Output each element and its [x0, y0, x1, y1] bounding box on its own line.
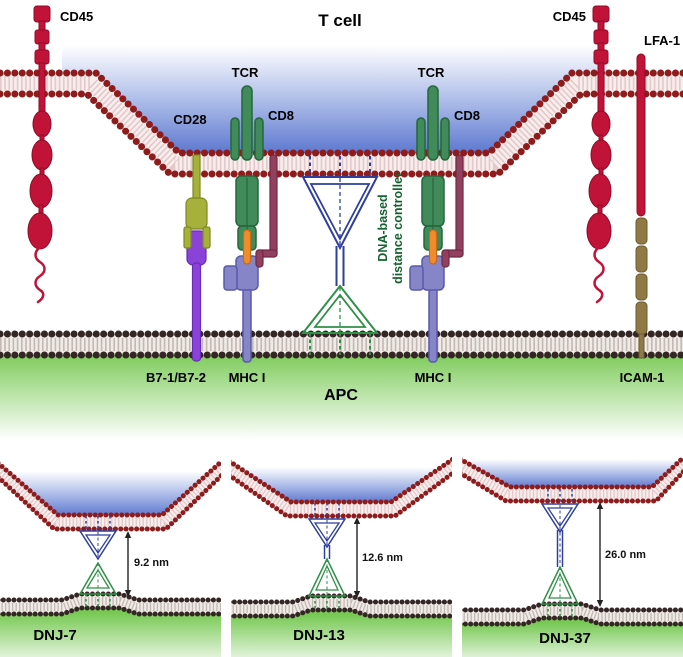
distance-label: 12.6 nm [362, 552, 403, 564]
tcell-cytoplasm-shading [62, 45, 607, 153]
cd45-left [26, 4, 54, 304]
apc-label: APC [324, 387, 358, 404]
tcell-membrane [0, 458, 221, 532]
distance-arrow [353, 517, 361, 598]
panel-name-label: DNJ-37 [539, 630, 591, 647]
apc-shading [231, 610, 452, 657]
distance-label: 9.2 nm [134, 557, 169, 569]
mhc-right-label: MHC I [415, 370, 452, 385]
cd8-right-label: CD8 [454, 108, 480, 123]
panel-name-label: DNJ-13 [293, 627, 345, 644]
cd45-left-label: CD45 [60, 9, 93, 24]
mhc-left-label: MHC I [229, 370, 266, 385]
panel-name-label: DNJ-7 [33, 627, 76, 644]
apc-shading [0, 608, 221, 657]
apc-membrane [0, 330, 683, 359]
icam1 [635, 217, 648, 359]
tcell-shading [0, 453, 221, 515]
dna-distance-controller [300, 156, 380, 355]
lfa1-label: LFA-1 [644, 33, 680, 48]
cd28-label: CD28 [173, 112, 206, 127]
icam1-label: ICAM-1 [620, 370, 665, 385]
b7-label: B7-1/B7-2 [146, 370, 206, 385]
dna-junction [78, 516, 118, 608]
lfa1 [636, 53, 646, 217]
distance-label: 26.0 nm [605, 549, 646, 561]
tcell-shading [462, 453, 683, 487]
cd8-left-label: CD8 [268, 108, 294, 123]
cd28 [183, 154, 211, 249]
distance-arrow [124, 531, 132, 597]
dna-controller-label-line1: DNA-based [376, 194, 390, 261]
dna-junction [540, 489, 580, 619]
dna-junction [307, 503, 347, 610]
panel-row: 9.2 nm DNJ-7 [0, 453, 683, 657]
main-diagram: T cell APC CD45 CD45 LFA-1 ICAM-1 TCR TC… [0, 4, 683, 442]
tcell-membrane [462, 454, 683, 504]
tcr-right-label: TCR [418, 65, 445, 80]
panel-dnj13: 12.6 nm DNJ-13 [231, 453, 452, 657]
apc-shading [462, 618, 683, 657]
distance-arrow [596, 502, 604, 607]
tcell-shading [231, 453, 452, 502]
cd45-right-label: CD45 [553, 9, 586, 24]
tcell-label: T cell [318, 11, 361, 30]
panel-dnj37: 26.0 nm DNJ-37 [462, 453, 683, 657]
tcr-left-label: TCR [232, 65, 259, 80]
dna-controller-label-line2: distance controller [391, 172, 405, 284]
tcell-membrane [231, 456, 452, 519]
apc-cytoplasm-shading [0, 355, 683, 442]
panel-dnj7: 9.2 nm DNJ-7 [0, 453, 221, 657]
